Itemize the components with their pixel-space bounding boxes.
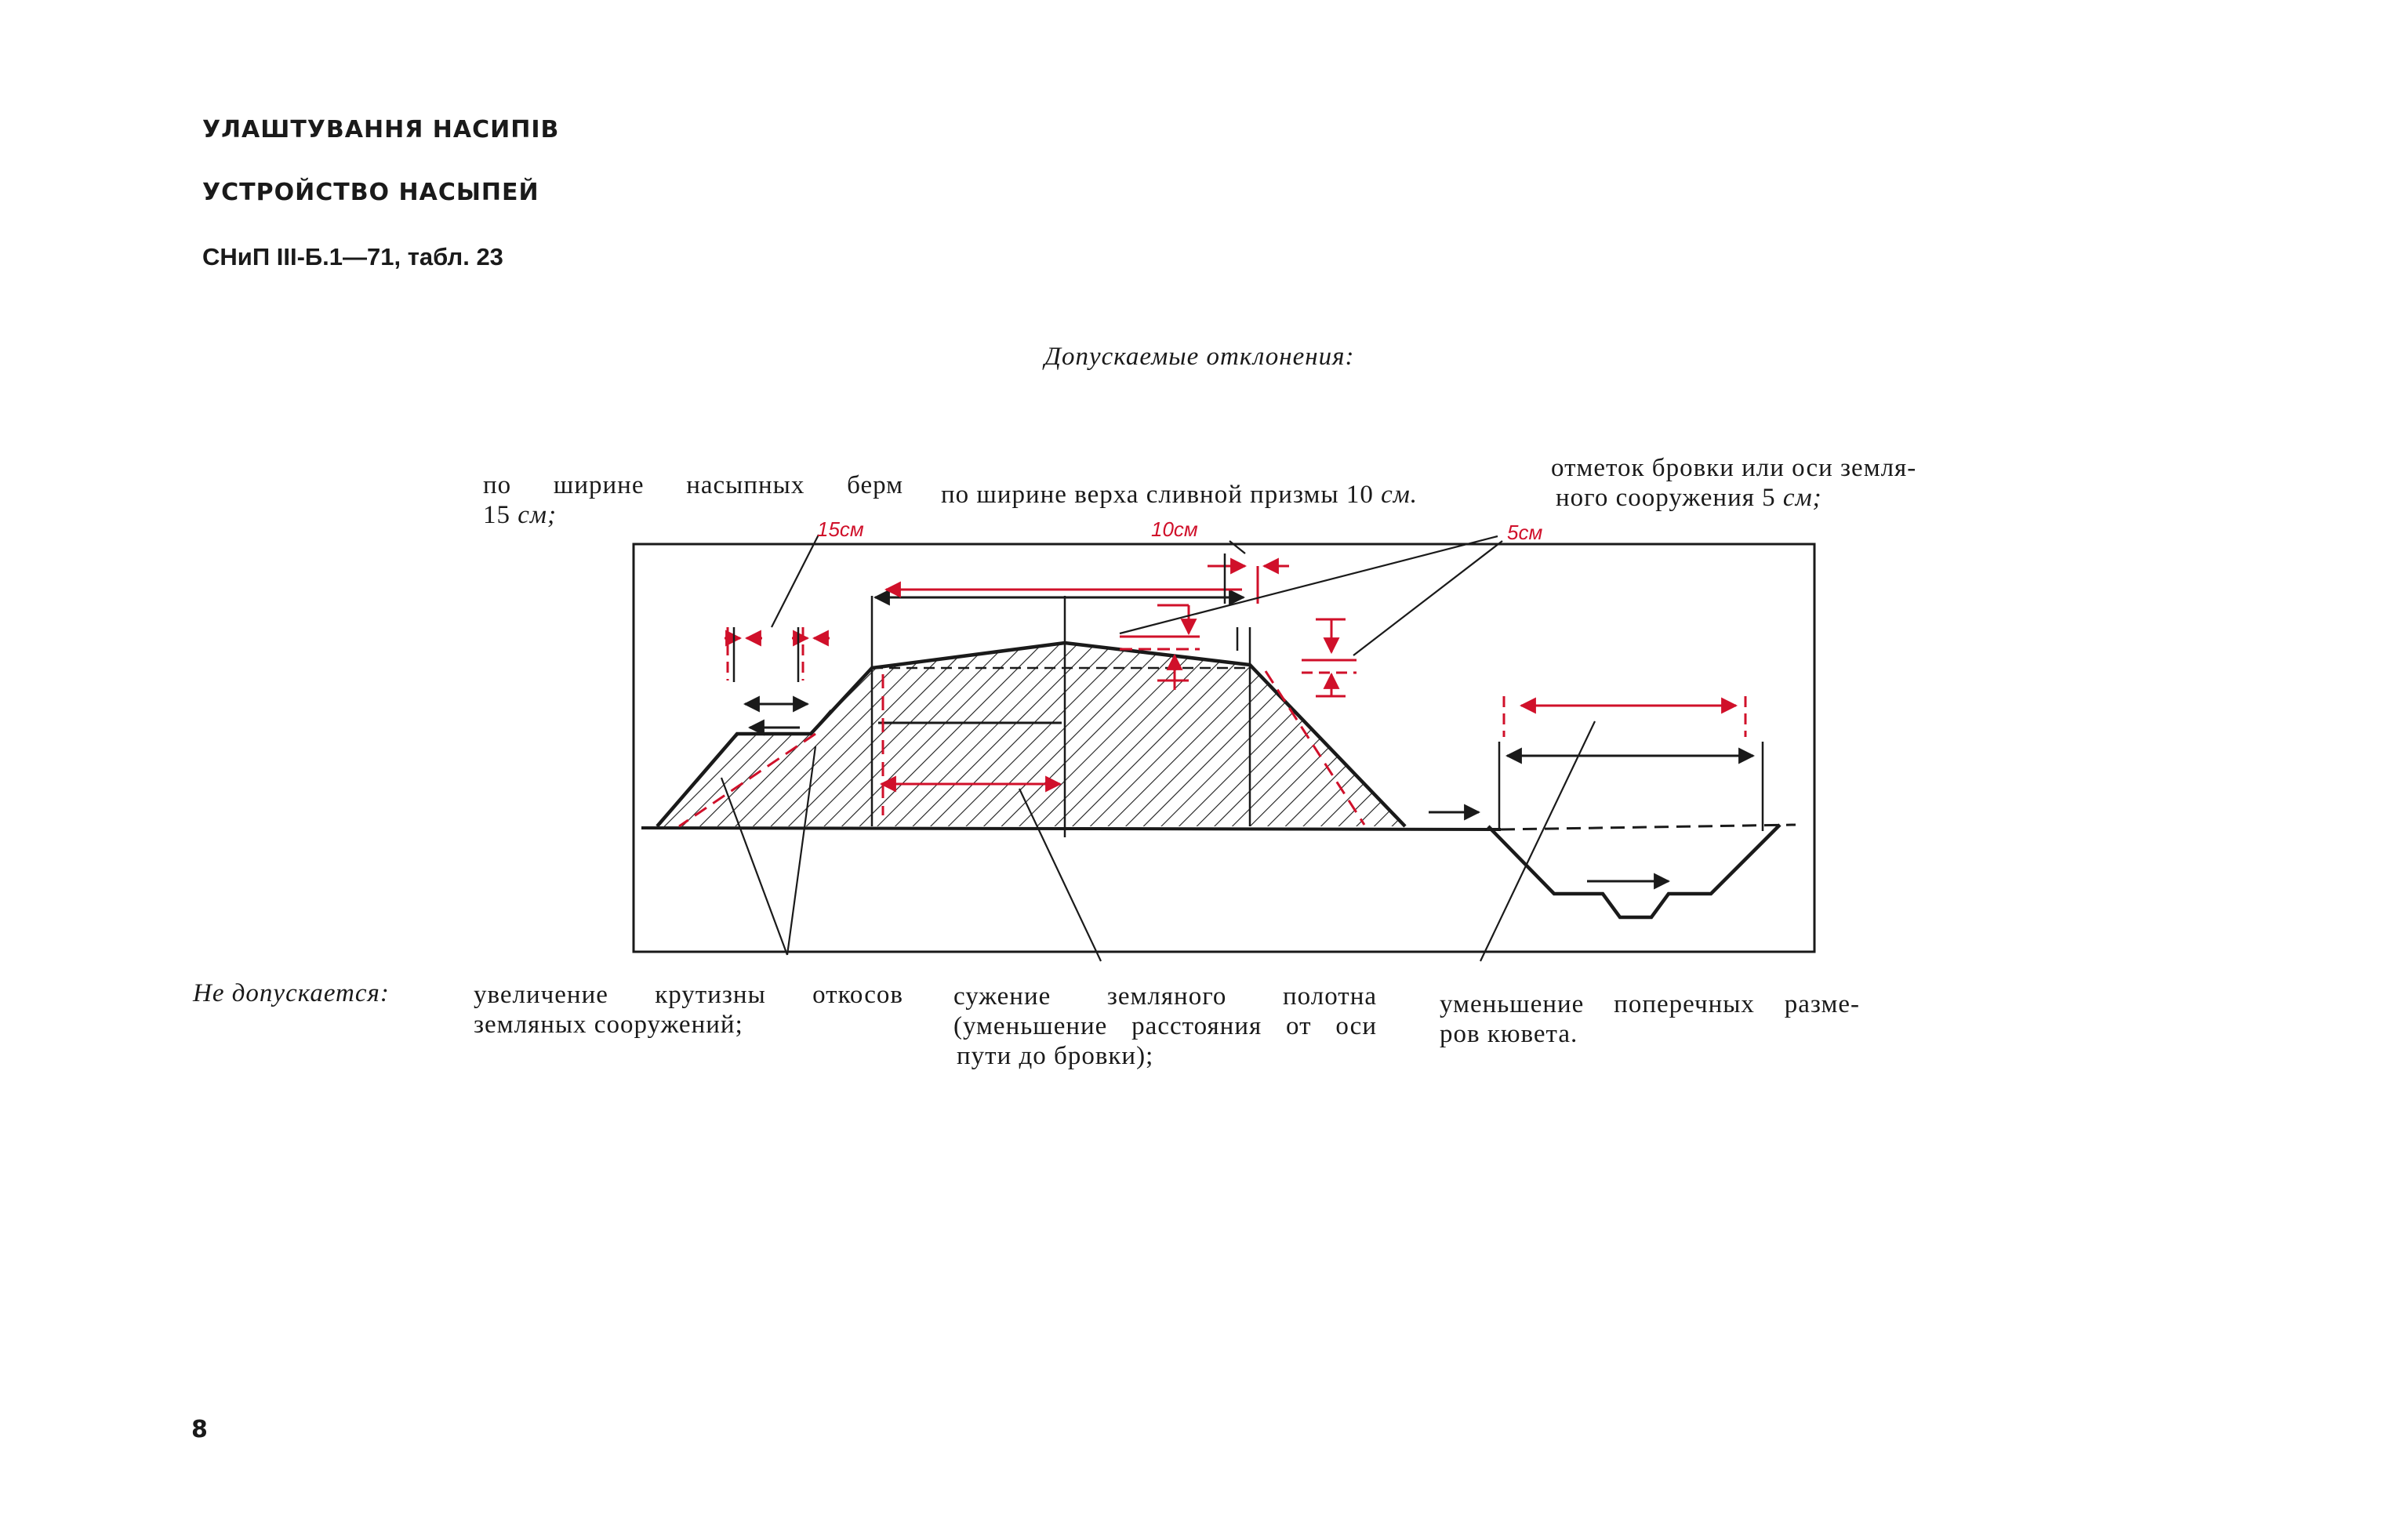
mark-tolerance-label: 5см	[1507, 521, 1543, 544]
leader-lines	[720, 534, 1596, 962]
narrowing-line2: (уменьшение расстояния от оси	[953, 1012, 1377, 1040]
ground-line	[641, 826, 1502, 831]
prism-tolerance-label: 10см	[1151, 517, 1198, 541]
slopes-note: увеличение крутизны откосов земляных соо…	[474, 980, 903, 1040]
narrowing-line1: сужение земляного полотна	[953, 982, 1377, 1011]
not-allowed-heading: Не допускается:	[193, 979, 390, 1007]
page-number: 8	[191, 1416, 209, 1443]
marks-note-text: ного сооружения 5	[1556, 484, 1776, 512]
standard-reference: СНиП III-Б.1—71, табл. 23	[202, 243, 503, 270]
red-tolerances	[678, 557, 1747, 828]
ditch-outline	[1487, 823, 1781, 920]
narrowing-note: сужение земляного полотна (уменьшение ра…	[953, 982, 1377, 1071]
marks-note-unit: см;	[1782, 484, 1822, 512]
deviations-heading: Допускаемые отклонения:	[1044, 343, 1355, 371]
ditch-line2: ров кювета.	[1440, 1020, 1578, 1048]
slopes-line2: земляных сооружений;	[474, 1011, 743, 1039]
prism-note-unit: см.	[1381, 481, 1418, 509]
embankment-body	[657, 643, 1405, 826]
title-ua: УЛАШТУВАННЯ НАСИПІВ	[202, 116, 560, 143]
berm-note-value: 15	[483, 501, 510, 529]
narrowing-line3: пути до бровки);	[957, 1042, 1154, 1070]
berm-edge	[809, 710, 833, 735]
prism-note-text: по ширине верха сливной призмы 10	[941, 481, 1374, 509]
prism-width-note: по ширине верха сливной призмы 10 см.	[941, 480, 1418, 510]
berm-width-note: по ширине насыпных берм 15 см;	[483, 470, 903, 530]
berm-note-line2: 15 см;	[483, 500, 903, 530]
slopes-line1: увеличение крутизны откосов	[474, 981, 903, 1009]
marks-note-line2: ного сооружения 5 см;	[1551, 483, 1916, 513]
ground-dashed	[1500, 823, 1796, 831]
berm-tolerance-label: 15см	[817, 517, 864, 541]
marks-note-line1: отметок бровки или оси земля-	[1551, 454, 1917, 482]
title-ru: УСТРОЙСТВО НАСЫПЕЙ	[202, 179, 539, 206]
ditch-line1: уменьшение поперечных разме-	[1440, 990, 1860, 1018]
diagram-frame	[632, 543, 1816, 953]
berm-ticks	[732, 553, 1239, 682]
ditch-note: уменьшение поперечных разме- ров кювета.	[1440, 989, 1860, 1049]
marks-note: отметок бровки или оси земля- ного соору…	[1551, 453, 1916, 513]
berm-note-unit: см;	[518, 501, 557, 529]
berm-note-line1: по ширине насыпных берм	[483, 471, 903, 499]
